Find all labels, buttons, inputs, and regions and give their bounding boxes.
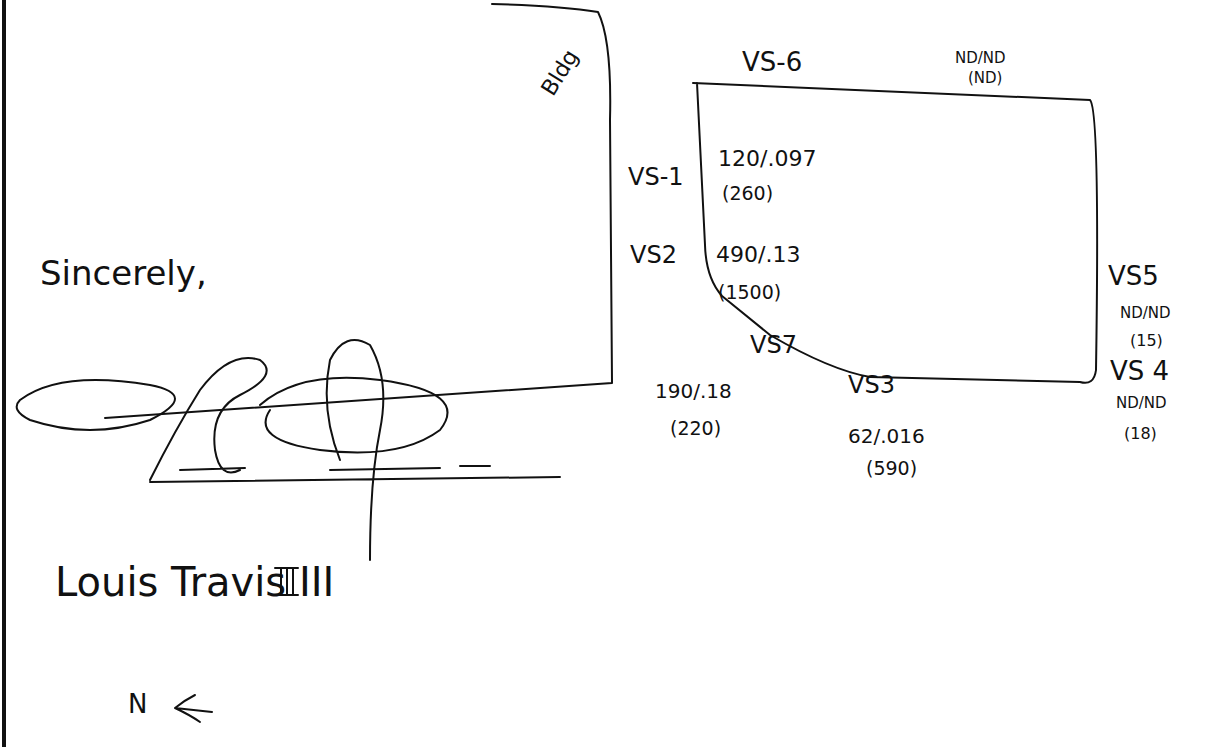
sample-label: VS7 — [750, 332, 797, 358]
sample-label: (220) — [670, 418, 721, 439]
sample-label: VS2 — [630, 242, 677, 268]
sample-label: (590) — [866, 458, 917, 479]
sample-label: 62/.016 — [848, 425, 925, 447]
signature — [17, 340, 560, 560]
building-area: Bldg — [535, 60, 593, 93]
sample-label: VS-6 — [742, 48, 802, 77]
sample-label: N — [128, 690, 147, 719]
sample-label: ND/ND — [1116, 395, 1167, 412]
north-arrow — [175, 695, 212, 722]
sample-label: VS-1 — [628, 164, 684, 190]
excavation-outline — [693, 83, 1097, 383]
building-outline — [105, 4, 612, 418]
sample-label: (260) — [722, 183, 773, 204]
sample-label: VS5 — [1108, 262, 1159, 291]
sample-label: Louis Travis III — [55, 560, 334, 604]
sample-label: 490/.13 — [716, 243, 800, 267]
building-label: Bldg — [536, 45, 583, 100]
sample-label: (ND) — [968, 70, 1002, 87]
sample-label: ND/ND — [1120, 305, 1171, 322]
sample-label: (15) — [1130, 332, 1163, 350]
sample-label: ND/ND — [955, 50, 1006, 67]
sample-label: 190/.18 — [655, 380, 732, 402]
sample-label: Sincerely, — [40, 255, 207, 292]
sample-label: 120/.097 — [718, 147, 816, 171]
sample-label: (18) — [1124, 425, 1157, 443]
sample-label: VS3 — [848, 372, 895, 398]
sample-label: (1500) — [718, 282, 781, 303]
sample-label: VS 4 — [1110, 357, 1169, 386]
left-border — [2, 0, 6, 747]
